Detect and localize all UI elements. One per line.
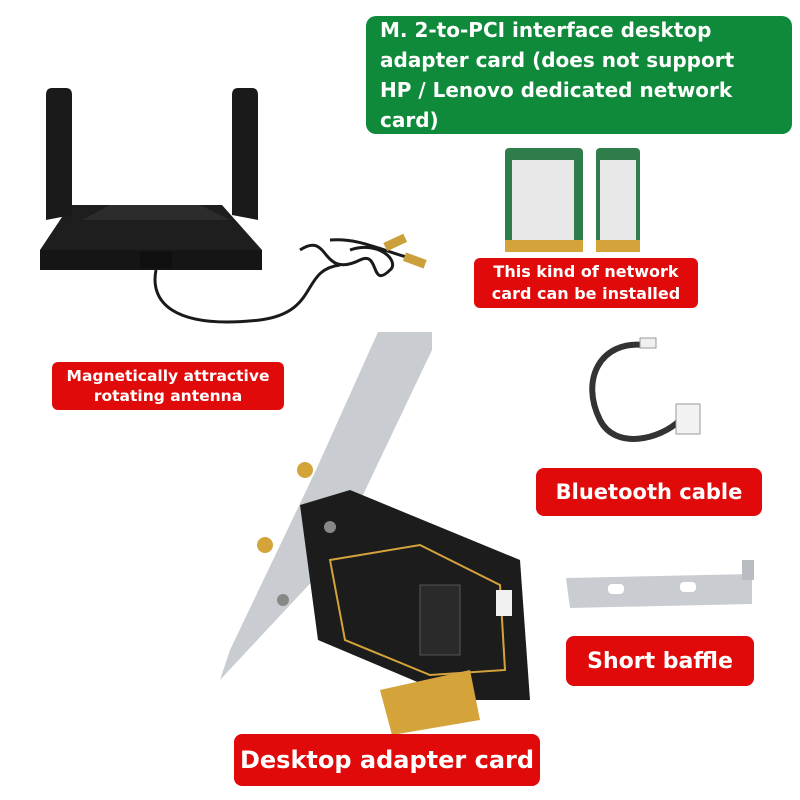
antenna-label-line-2: rotating antenna (93, 387, 243, 405)
bluetooth-cable-label: Bluetooth cable (536, 468, 762, 516)
antenna-label: Magnetically attractive rotating antenna (52, 362, 284, 410)
network-card-image (505, 148, 640, 252)
short-baffle-image (566, 560, 754, 608)
banner-line-3: HP / Lenovo dedicated network card) (380, 78, 733, 132)
green-info-banner: M. 2-to-PCI interface desktop adapter ca… (366, 16, 792, 134)
bluetooth-label-text: Bluetooth cable (555, 480, 743, 504)
banner-line-2: adapter card (does not support (380, 48, 735, 72)
desktop-adapter-label: Desktop adapter card (234, 734, 540, 786)
desktop-adapter-image (220, 332, 530, 735)
short-baffle-label: Short baffle (566, 636, 754, 686)
network-card-label: This kind of network card can be install… (474, 258, 698, 308)
antenna-image (40, 88, 427, 324)
nic-label-line-2: card can be installed (491, 284, 681, 303)
bluetooth-cable-image (589, 337, 701, 442)
antenna-label-line-1: Magnetically attractive (66, 367, 270, 385)
banner-line-1: M. 2-to-PCI interface desktop (380, 18, 712, 42)
nic-label-line-1: This kind of network (493, 262, 679, 281)
desktop-label-text: Desktop adapter card (239, 746, 535, 774)
baffle-label-text: Short baffle (587, 648, 733, 674)
